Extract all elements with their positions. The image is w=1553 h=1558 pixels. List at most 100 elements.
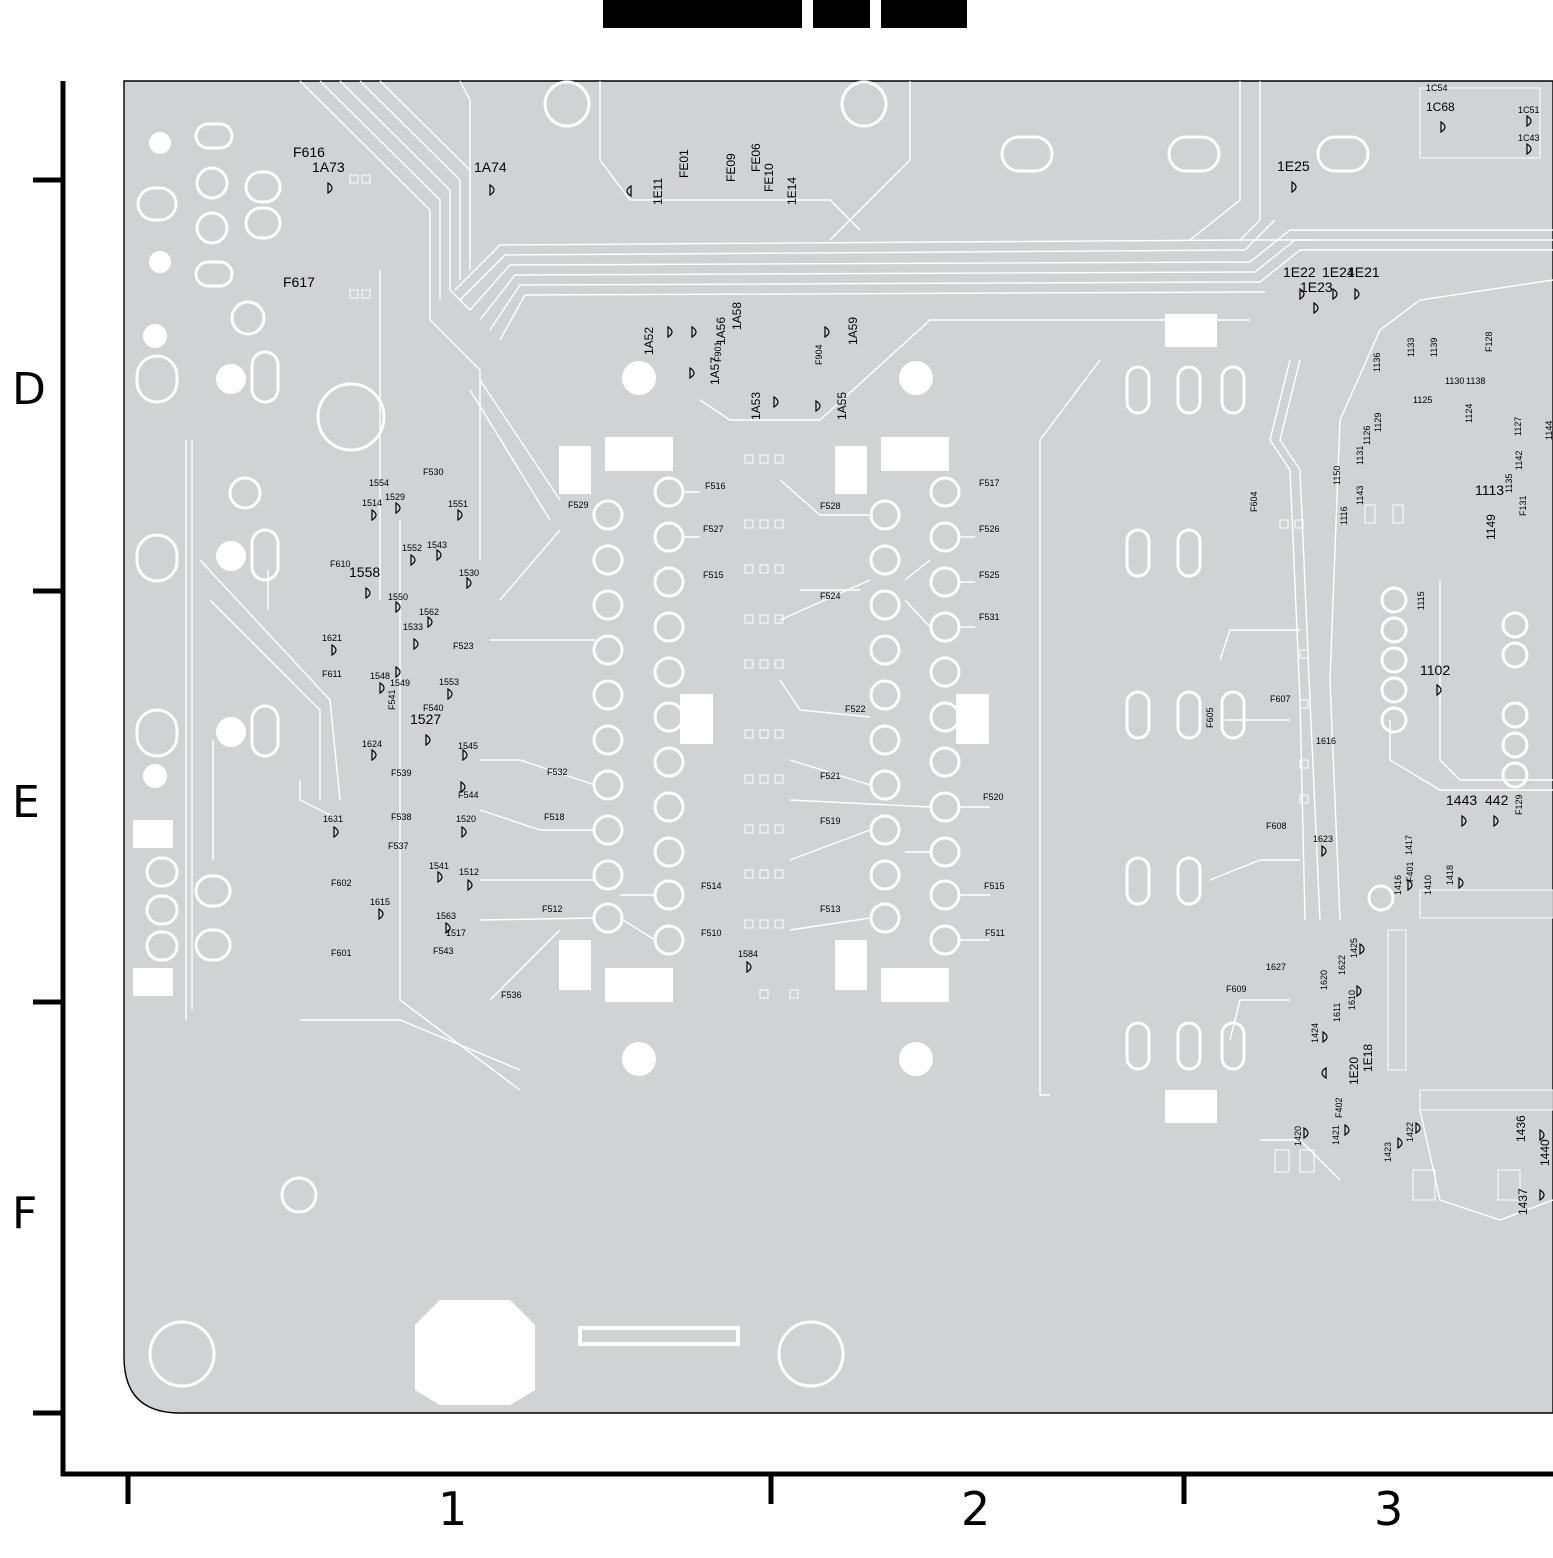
component-label: 1131 (1355, 446, 1365, 465)
component-label: 1621 (322, 633, 342, 643)
component-label: 1129 (1373, 413, 1383, 432)
component-label: F514 (701, 881, 722, 891)
component-label: 1A52 (642, 327, 656, 355)
component-label: 1421 (1331, 1125, 1341, 1145)
component-label: 1A57 (708, 357, 722, 385)
component-label: 1527 (410, 711, 441, 727)
component-label: 1A58 (730, 302, 744, 330)
component-label: F402 (1334, 1097, 1344, 1118)
component-label: 1517 (446, 928, 466, 938)
component-label: 1136 (1372, 353, 1382, 372)
component-label: F531 (979, 612, 1000, 622)
component-label: 1529 (385, 492, 405, 502)
component-label: 1A53 (749, 392, 763, 420)
grid-row-label: F (12, 1188, 37, 1239)
component-label: F525 (979, 570, 1000, 580)
grid-column-label: 3 (1374, 1482, 1403, 1536)
component-label: F538 (391, 812, 412, 822)
component-label: F608 (1266, 821, 1287, 831)
component-label: 1E25 (1277, 158, 1310, 174)
component-label: F521 (820, 771, 841, 781)
component-label: 1623 (1313, 834, 1333, 844)
component-label: 1C68 (1426, 100, 1455, 114)
component-label: FE09 (724, 153, 738, 182)
component-label: F128 (1484, 331, 1494, 352)
component-label: 1115 (1416, 591, 1426, 610)
component-label: 1E24 (1322, 264, 1355, 280)
component-label: F604 (1249, 491, 1259, 512)
component-label: F601 (331, 948, 352, 958)
component-label: 1139 (1429, 338, 1439, 357)
component-label: F616 (293, 144, 325, 160)
component-label: 1615 (370, 897, 390, 907)
component-label: F540 (423, 703, 444, 713)
component-label: F605 (1205, 707, 1215, 728)
component-label: F518 (544, 812, 565, 822)
component-label: 1512 (459, 867, 479, 877)
grid-row-labels: D E F (12, 364, 46, 1239)
component-label: 1E21 (1347, 264, 1380, 280)
component-label: 1102 (1420, 662, 1450, 678)
component-label: F607 (1270, 694, 1291, 704)
component-label: F617 (283, 274, 315, 290)
component-label: 1520 (456, 814, 476, 824)
component-label: F524 (820, 591, 841, 601)
component-label: 1127 (1513, 417, 1523, 436)
component-label: F520 (983, 792, 1004, 802)
component-label: 1A73 (312, 159, 345, 175)
component-label: 1543 (427, 540, 447, 550)
component-label: 1631 (323, 814, 343, 824)
component-label: 1563 (436, 911, 456, 921)
component-label: F611 (322, 669, 342, 679)
component-label: 1113 (1475, 482, 1504, 498)
component-label: FE06 (749, 143, 763, 172)
pcb-board (123, 80, 1553, 1414)
grid-column-labels: 1 2 3 (438, 1482, 1403, 1536)
component-label: 1418 (1445, 865, 1455, 885)
component-label: 1C54 (1426, 83, 1448, 93)
component-label: F519 (820, 816, 841, 826)
component-label: F602 (331, 878, 352, 888)
component-label: 1545 (458, 741, 478, 751)
grid-column-label: 1 (438, 1482, 467, 1536)
component-label: 1E18 (1361, 1044, 1375, 1072)
component-label: 1133 (1406, 338, 1416, 357)
component-label: 1616 (1316, 736, 1336, 746)
component-label: 1558 (349, 564, 380, 580)
component-label: 1440 (1538, 1139, 1552, 1166)
component-labels: F616 1A73 1A74 FE01 FE09 FE06 FE10 1E11 … (283, 83, 1553, 1215)
component-label: 1611 (1332, 1003, 1342, 1022)
board-features (133, 80, 1553, 1405)
component-label: F527 (703, 524, 724, 534)
component-label: F529 (568, 500, 589, 510)
component-label: 1C43 (1518, 133, 1540, 143)
component-label: 1549 (390, 678, 410, 688)
component-label: 1423 (1383, 1142, 1393, 1162)
component-label: F512 (542, 904, 563, 914)
component-label: 1551 (448, 499, 468, 509)
component-label: 1135 (1504, 474, 1514, 493)
component-label: 1425 (1349, 938, 1359, 958)
component-label: 1126 (1362, 426, 1372, 445)
component-label: 1443 (1446, 792, 1477, 808)
component-label: 1416 (1393, 875, 1403, 895)
component-label: 1149 (1484, 514, 1498, 540)
component-label: FE01 (677, 149, 691, 178)
component-label: F523 (453, 641, 474, 651)
component-label: 1424 (1310, 1023, 1320, 1043)
component-label: F129 (1514, 794, 1524, 815)
component-label: F522 (845, 704, 866, 714)
component-label: 1420 (1293, 1126, 1303, 1146)
component-label: F530 (423, 467, 444, 477)
component-label: 1627 (1266, 962, 1286, 972)
component-label: F536 (501, 990, 522, 1000)
component-label: 1A59 (846, 317, 860, 345)
component-label: F528 (820, 501, 841, 511)
component-label: F131 (1518, 495, 1528, 516)
component-label: 1584 (738, 949, 758, 959)
component-label: F610 (330, 559, 351, 569)
component-label: F511 (985, 928, 1005, 938)
component-label: F510 (701, 928, 722, 938)
component-label: 1422 (1405, 1122, 1415, 1142)
